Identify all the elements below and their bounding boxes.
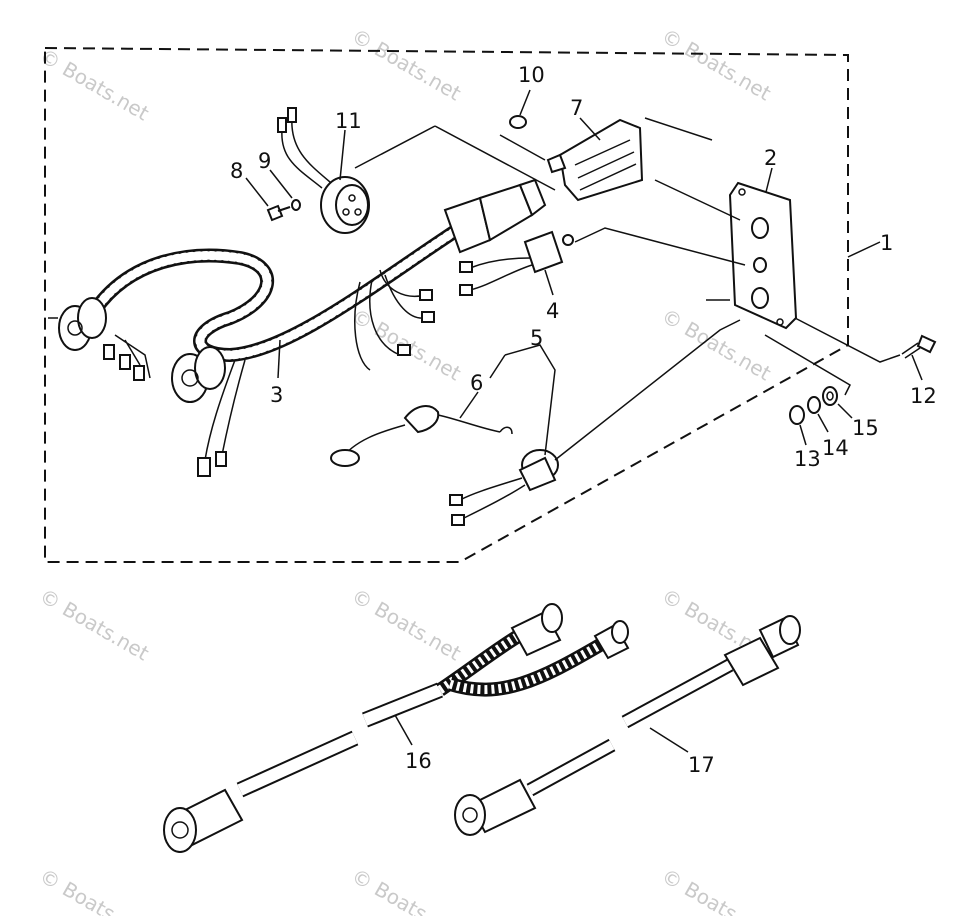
- switch-4: [459, 230, 574, 296]
- leader-5-ext: [554, 319, 741, 461]
- mounting-plate: [728, 181, 798, 330]
- wiring-harness: [58, 178, 547, 477]
- callout-6: 6: [470, 371, 483, 395]
- leader-9: [269, 169, 293, 199]
- leader-5: [489, 344, 556, 456]
- callout-7: 7: [570, 96, 583, 120]
- callout-11: 11: [335, 109, 362, 133]
- leader-13: [799, 424, 807, 446]
- washer-9: [291, 199, 301, 211]
- callout-13: 13: [794, 447, 821, 471]
- leader-6: [459, 391, 479, 419]
- watermark: © Boats.net: [658, 864, 776, 916]
- leader-12-ext: [794, 317, 901, 363]
- leader-7-ext: [499, 117, 741, 221]
- buzzer: [277, 107, 370, 234]
- leader-13-ext: [764, 334, 851, 396]
- nut-13: [789, 405, 805, 425]
- washer-14: [807, 396, 821, 414]
- callout-14: 14: [822, 436, 849, 460]
- watermark: © Boats.net: [36, 584, 154, 666]
- callout-4: 4: [546, 299, 559, 323]
- callout-9: 9: [258, 149, 271, 173]
- harness-connector-line: [434, 125, 556, 191]
- leader-14: [817, 413, 829, 433]
- callout-labels: 1 2 3 4 5 6 7 8 9 10 11 12 13 14 15 16 1…: [230, 63, 937, 777]
- callout-15: 15: [852, 416, 879, 440]
- leader-15: [837, 403, 853, 419]
- y-cable: [163, 603, 630, 853]
- watermark: © Boats.net: [348, 24, 466, 106]
- assembly-boundary: [44, 46, 849, 563]
- leader-1: [847, 241, 881, 258]
- watermark: © Boats.net: [36, 44, 154, 126]
- leader-11: [339, 129, 346, 181]
- callout-16: 16: [405, 749, 432, 773]
- leader-10: [519, 89, 531, 116]
- extension-cable: [454, 615, 801, 836]
- harness-connector-line: [354, 125, 436, 169]
- callout-10: 10: [518, 63, 545, 87]
- bolt-12: [901, 334, 937, 359]
- watermark: © Boats.net: [348, 584, 466, 666]
- lanyard: [330, 405, 513, 467]
- leader-16: [394, 714, 413, 746]
- stop-switch: [449, 449, 559, 526]
- leader-8: [245, 177, 269, 207]
- watermark: © Boats.net: [658, 24, 776, 106]
- leader-4: [544, 269, 554, 296]
- leader-17: [649, 727, 689, 753]
- callout-12: 12: [910, 384, 937, 408]
- nut-10: [509, 115, 527, 129]
- leader-4-ext: [574, 227, 746, 301]
- callout-1: 1: [880, 231, 893, 255]
- bracket: [546, 118, 644, 202]
- watermark-layer: © Boats.net © Boats.net © Boats.net © Bo…: [36, 24, 776, 916]
- leader-7: [579, 117, 601, 141]
- leader-3: [277, 339, 281, 379]
- callout-5: 5: [530, 326, 543, 350]
- callout-17: 17: [688, 753, 715, 777]
- watermark: © Boats.net: [36, 864, 154, 916]
- screw-8: [266, 204, 291, 222]
- callout-2: 2: [764, 146, 777, 170]
- leader-2: [765, 167, 773, 193]
- callout-3: 3: [270, 383, 283, 407]
- washer-15: [822, 386, 838, 406]
- leader-12: [911, 354, 923, 381]
- callout-8: 8: [230, 159, 243, 183]
- watermark: © Boats.net: [348, 864, 466, 916]
